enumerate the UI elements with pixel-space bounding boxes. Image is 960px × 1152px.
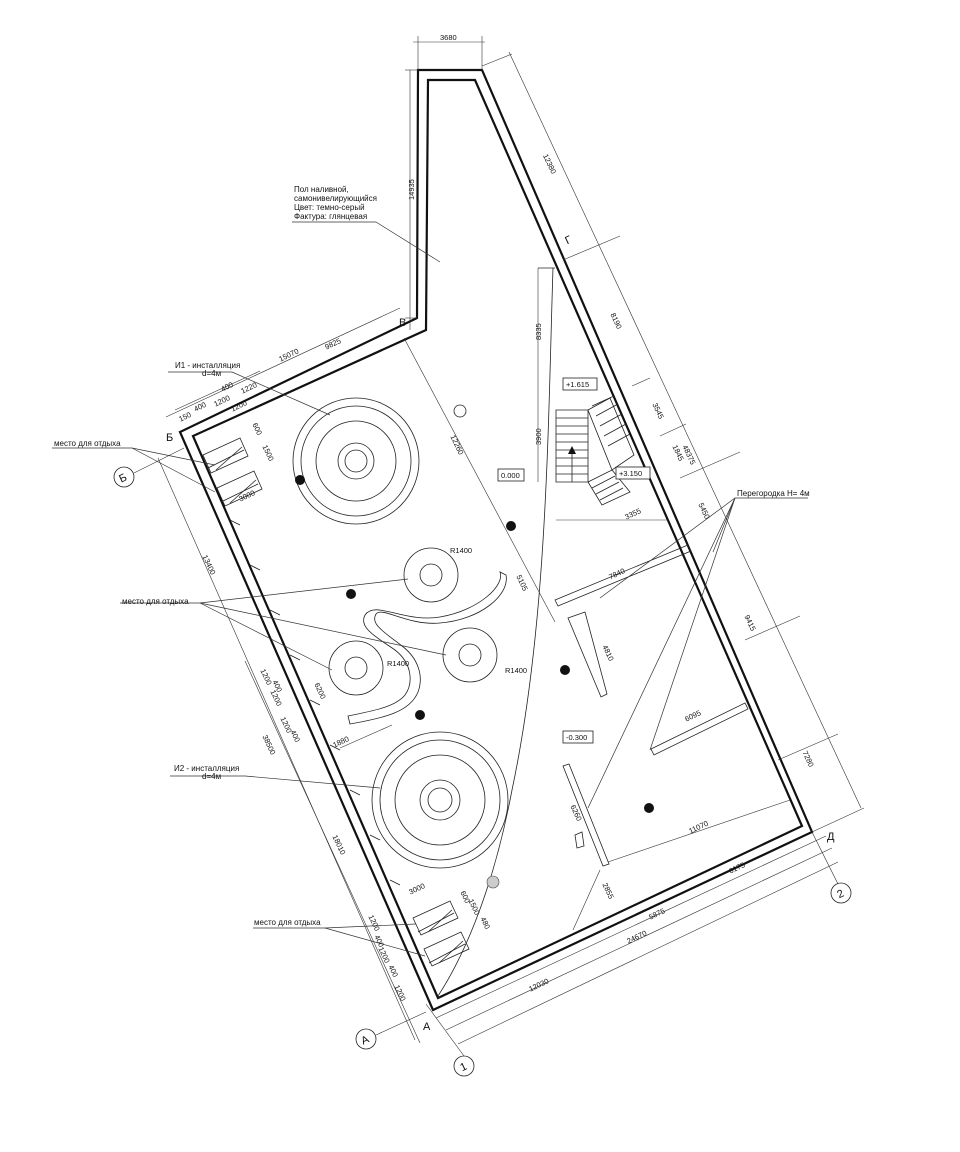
axis-label-b: Б (166, 432, 173, 444)
axis-label-v: В (399, 317, 406, 329)
radius-label-3: R1400 (387, 659, 409, 668)
dim-12260: 12260 (448, 433, 465, 456)
rest-benches (202, 437, 470, 967)
dim-6175: 6175 (727, 860, 746, 875)
axis-label-a: А (423, 1021, 431, 1033)
floor-note-line2: самонивелирующийся (294, 194, 377, 203)
rest-area-note-2: место для отдыха (122, 597, 189, 606)
axis-label-d: Д (827, 831, 835, 843)
dim-9415: 9415 (742, 613, 757, 632)
dim-6095: 6095 (683, 708, 702, 723)
dim-3355: 3355 (623, 506, 642, 521)
dim-3900: 3900 (534, 428, 543, 445)
axis-markers (113, 447, 852, 1077)
dim-5105: 5105 (514, 573, 529, 592)
dim-12030: 12030 (527, 977, 550, 994)
dim-6260: 6260 (568, 803, 583, 822)
dim-11070: 11070 (687, 819, 709, 836)
columns (295, 404, 654, 889)
dim-13400: 13400 (200, 553, 217, 576)
dim-38500: 38500 (260, 733, 277, 756)
dim-480: 480 (478, 915, 491, 930)
dim-400b: 400 (192, 400, 207, 413)
i2-note-size: d=4м (202, 772, 221, 781)
rest-area-note-3: место для отдыха (254, 918, 321, 927)
i1-note-title: И1 - инсталляция (175, 361, 240, 370)
dim-3545: 3545 (650, 401, 665, 420)
dim-1500a: 1500 (260, 443, 275, 462)
dim-24670: 24670 (625, 929, 648, 946)
dim-14935: 14935 (407, 179, 416, 200)
radius-label-2: R1400 (505, 666, 527, 675)
axis-label-1: 1 (458, 1061, 469, 1074)
leader-lines (52, 221, 808, 957)
i1-note-size: d=4м (202, 369, 221, 378)
dim-5450: 5450 (696, 501, 711, 520)
dim-400a: 400 (219, 380, 234, 393)
dim-12380: 12380 (541, 153, 558, 176)
dim-low-1200a: 1200 (366, 913, 381, 932)
dim-2855: 2855 (600, 881, 615, 900)
dim-4810: 4810 (600, 643, 615, 662)
radius-label-1: R1400 (450, 546, 472, 555)
s-bench (347, 571, 507, 725)
floor-note-line4: Фактура: глянцевая (294, 212, 367, 221)
dim-3680: 3680 (440, 33, 457, 42)
dim-600a: 600 (250, 421, 263, 436)
dim-8335: 8335 (534, 323, 543, 340)
installation-i1 (292, 397, 420, 525)
dimension-lines (157, 36, 865, 1045)
building-outline (178, 68, 814, 1012)
window-openings (229, 519, 401, 886)
dim-6200: 6200 (312, 681, 327, 700)
dim-1880: 1880 (331, 734, 350, 749)
axis-label-b-circle: Б (117, 472, 129, 486)
dim-15070: 15070 (277, 347, 300, 364)
dim-col-400b: 400 (288, 728, 301, 743)
dim-1220: 1220 (239, 380, 258, 395)
dim-low-1200c: 1200 (392, 983, 407, 1002)
axis-label-g: Г (563, 234, 574, 247)
curved-partition (437, 267, 554, 997)
floor-note-line3: Цвет: темно-серый (294, 203, 365, 212)
interior-partitions (554, 544, 749, 867)
dim-low-400b: 400 (386, 963, 399, 978)
installation-i2 (371, 731, 509, 869)
dim-3000b: 3000 (407, 881, 426, 896)
dim-8190: 8190 (608, 311, 623, 330)
level-boxes (497, 377, 651, 744)
level-1615: +1.615 (566, 380, 589, 389)
dim-150: 150 (177, 410, 192, 423)
dim-7280: 7280 (800, 749, 815, 768)
i2-note-title: И2 - инсталляция (174, 764, 239, 773)
dim-1200a: 1200 (212, 393, 231, 408)
rest-area-note-1: место для отдыха (54, 439, 121, 448)
staircase (555, 395, 635, 506)
partition-note: Перегородка H= 4м (737, 489, 810, 498)
dim-3000a: 3000 (237, 488, 256, 503)
level-0000: 0.000 (501, 471, 520, 480)
level-3150: +3.150 (619, 469, 642, 478)
dim-9825: 9825 (323, 336, 342, 351)
round-seats (328, 547, 498, 696)
axis-label-a-circle: А (359, 1033, 371, 1047)
dim-low-1200b: 1200 (376, 945, 391, 964)
floor-note-line1: Пол наливной, (294, 185, 349, 194)
axis-label-2: 2 (835, 888, 846, 901)
level-0300: -0.300 (566, 733, 587, 742)
